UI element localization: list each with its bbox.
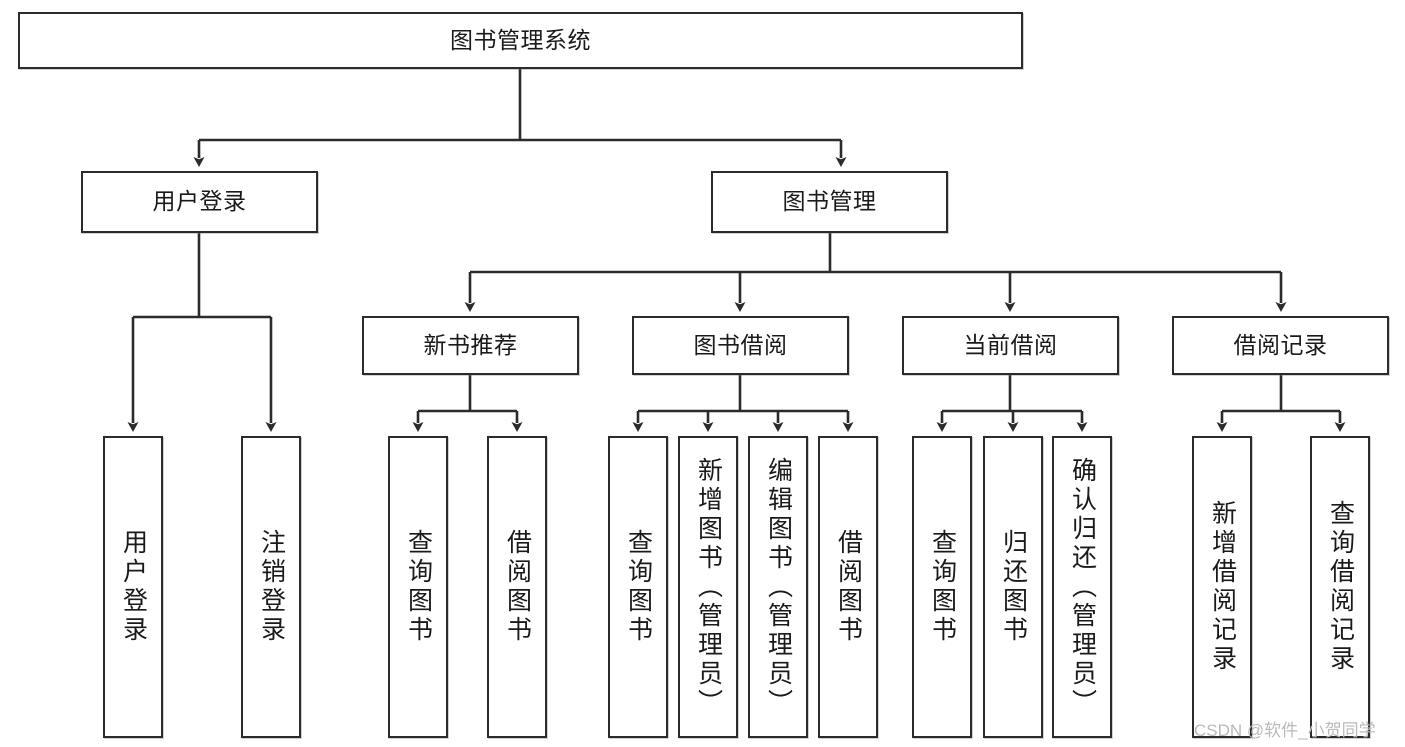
node-label: 注销登录 bbox=[257, 529, 286, 645]
node-label: 图书借阅 bbox=[693, 331, 788, 358]
node-leaf-user-logout[interactable]: 注销登录 bbox=[241, 436, 301, 738]
node-label: 查询借阅记录 bbox=[1326, 500, 1355, 674]
node-leaf-add-book[interactable]: 新增图书（管理员） bbox=[678, 436, 738, 738]
node-leaf-query-book-1[interactable]: 查询图书 bbox=[388, 436, 448, 738]
node-label: 查询图书 bbox=[928, 529, 957, 645]
node-leaf-edit-book[interactable]: 编辑图书（管理员） bbox=[748, 436, 808, 738]
node-label: 用户登录 bbox=[152, 188, 247, 215]
csdn-watermark: CSDN @软件_小贺同学 bbox=[1194, 721, 1376, 740]
node-book-borrow[interactable]: 图书借阅 bbox=[632, 316, 849, 375]
node-label: 新书推荐 bbox=[423, 331, 518, 358]
node-label: 用户登录 bbox=[119, 529, 148, 645]
node-label: 查询图书 bbox=[404, 529, 433, 645]
node-borrow-record[interactable]: 借阅记录 bbox=[1172, 316, 1389, 375]
node-leaf-query-book-2[interactable]: 查询图书 bbox=[608, 436, 668, 738]
node-label: 查询图书 bbox=[624, 529, 653, 645]
node-new-book-recommend[interactable]: 新书推荐 bbox=[362, 316, 579, 375]
node-label: 新增图书（管理员） bbox=[694, 456, 723, 718]
node-leaf-return-book[interactable]: 归还图书 bbox=[983, 436, 1043, 738]
node-label: 图书管理系统 bbox=[450, 26, 591, 53]
node-label: 确认归还（管理员） bbox=[1068, 456, 1097, 718]
node-leaf-borrow-book-1[interactable]: 借阅图书 bbox=[487, 436, 547, 738]
node-book-manage[interactable]: 图书管理 bbox=[711, 171, 948, 233]
node-label: 借阅图书 bbox=[503, 529, 532, 645]
node-label: 新增借阅记录 bbox=[1208, 500, 1237, 674]
node-user-login[interactable]: 用户登录 bbox=[81, 171, 318, 233]
node-label: 当前借阅 bbox=[963, 331, 1058, 358]
node-leaf-query-book-3[interactable]: 查询图书 bbox=[912, 436, 972, 738]
node-root[interactable]: 图书管理系统 bbox=[18, 12, 1023, 69]
node-label: 编辑图书（管理员） bbox=[764, 456, 793, 718]
node-leaf-user-login[interactable]: 用户登录 bbox=[103, 436, 163, 738]
node-label: 归还图书 bbox=[999, 529, 1028, 645]
node-leaf-confirm-return[interactable]: 确认归还（管理员） bbox=[1052, 436, 1112, 738]
node-label: 借阅图书 bbox=[834, 529, 863, 645]
node-leaf-borrow-book-2[interactable]: 借阅图书 bbox=[818, 436, 878, 738]
node-label: 图书管理 bbox=[782, 188, 877, 215]
node-current-borrow[interactable]: 当前借阅 bbox=[902, 316, 1119, 375]
node-label: 借阅记录 bbox=[1233, 331, 1328, 358]
node-leaf-add-record[interactable]: 新增借阅记录 bbox=[1192, 436, 1252, 738]
node-leaf-query-record[interactable]: 查询借阅记录 bbox=[1310, 436, 1370, 738]
